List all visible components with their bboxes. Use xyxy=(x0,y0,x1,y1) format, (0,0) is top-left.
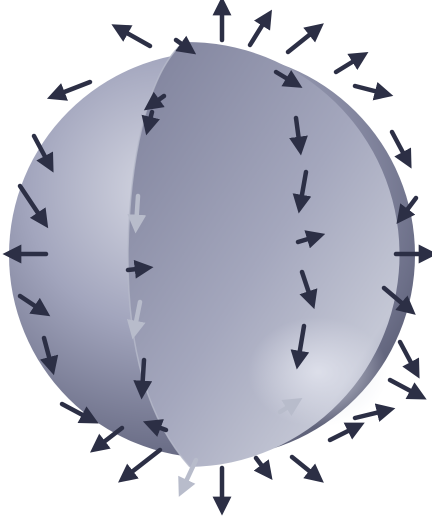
vector-arrow xyxy=(256,458,268,474)
vector-arrow xyxy=(142,360,144,392)
vector-arrow xyxy=(292,457,318,478)
vector-arrow xyxy=(330,426,358,440)
vector-arrow xyxy=(400,342,416,372)
vector-arrow xyxy=(96,428,122,448)
vector-arrow xyxy=(390,380,420,396)
vector-arrow xyxy=(336,56,362,72)
vector-arrow xyxy=(136,196,138,226)
vector-arrow xyxy=(128,268,146,270)
vector-arrow xyxy=(124,450,160,478)
sphere-highlight xyxy=(248,317,388,427)
vector-arrow xyxy=(392,132,408,162)
vector-arrow xyxy=(288,28,318,52)
vector-arrow xyxy=(54,82,90,96)
vector-arrow xyxy=(355,86,386,94)
vector-arrow xyxy=(118,28,150,46)
vector-arrow xyxy=(250,16,268,45)
